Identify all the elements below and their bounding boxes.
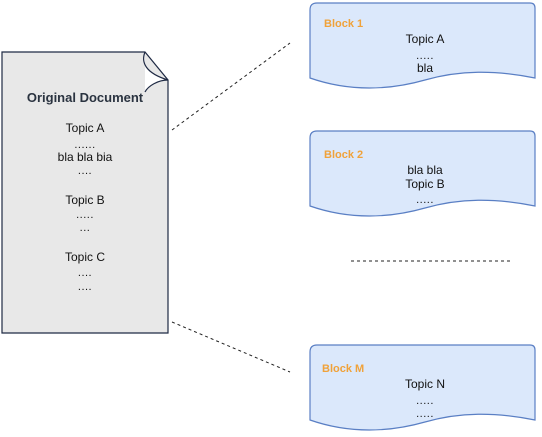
blockm-shape — [309, 344, 536, 431]
block1-text: bla — [416, 61, 434, 75]
block1-dots: ..... — [416, 50, 434, 62]
document-title: Original Document — [26, 90, 144, 105]
block1-label: Block 1 — [324, 18, 364, 30]
block1-topic: Topic A — [405, 32, 445, 46]
blockm-label: Block M — [322, 363, 365, 375]
doc-dots-6: .... — [77, 281, 93, 293]
doc-body-a: bla bla bia — [57, 150, 113, 164]
document-fold-corner — [143, 51, 169, 93]
blockm-dots-1: ..... — [416, 395, 434, 407]
doc-topic-c: Topic C — [64, 250, 106, 264]
block2-shape — [309, 130, 536, 217]
connector-line-blockm — [171, 321, 291, 373]
blockm-topic: Topic N — [404, 377, 446, 391]
block2-text: bla bla — [407, 163, 443, 177]
doc-dots-2: .... — [77, 165, 93, 177]
doc-dots-3: ..... — [76, 209, 94, 221]
block2-topic: Topic B — [405, 177, 445, 191]
block2-label: Block 2 — [324, 149, 364, 161]
block2-dots: ..... — [416, 194, 434, 206]
doc-dots-1: ...... — [74, 139, 96, 151]
block1-shape — [309, 2, 536, 89]
connector-line-block1 — [171, 42, 291, 131]
doc-topic-a: Topic A — [65, 121, 105, 135]
doc-dots-4: ... — [79, 222, 91, 234]
doc-topic-b: Topic B — [65, 193, 105, 207]
doc-dots-5: .... — [77, 267, 93, 279]
blockm-dots-2: ..... — [416, 408, 434, 420]
original-document-shape — [1, 51, 169, 334]
